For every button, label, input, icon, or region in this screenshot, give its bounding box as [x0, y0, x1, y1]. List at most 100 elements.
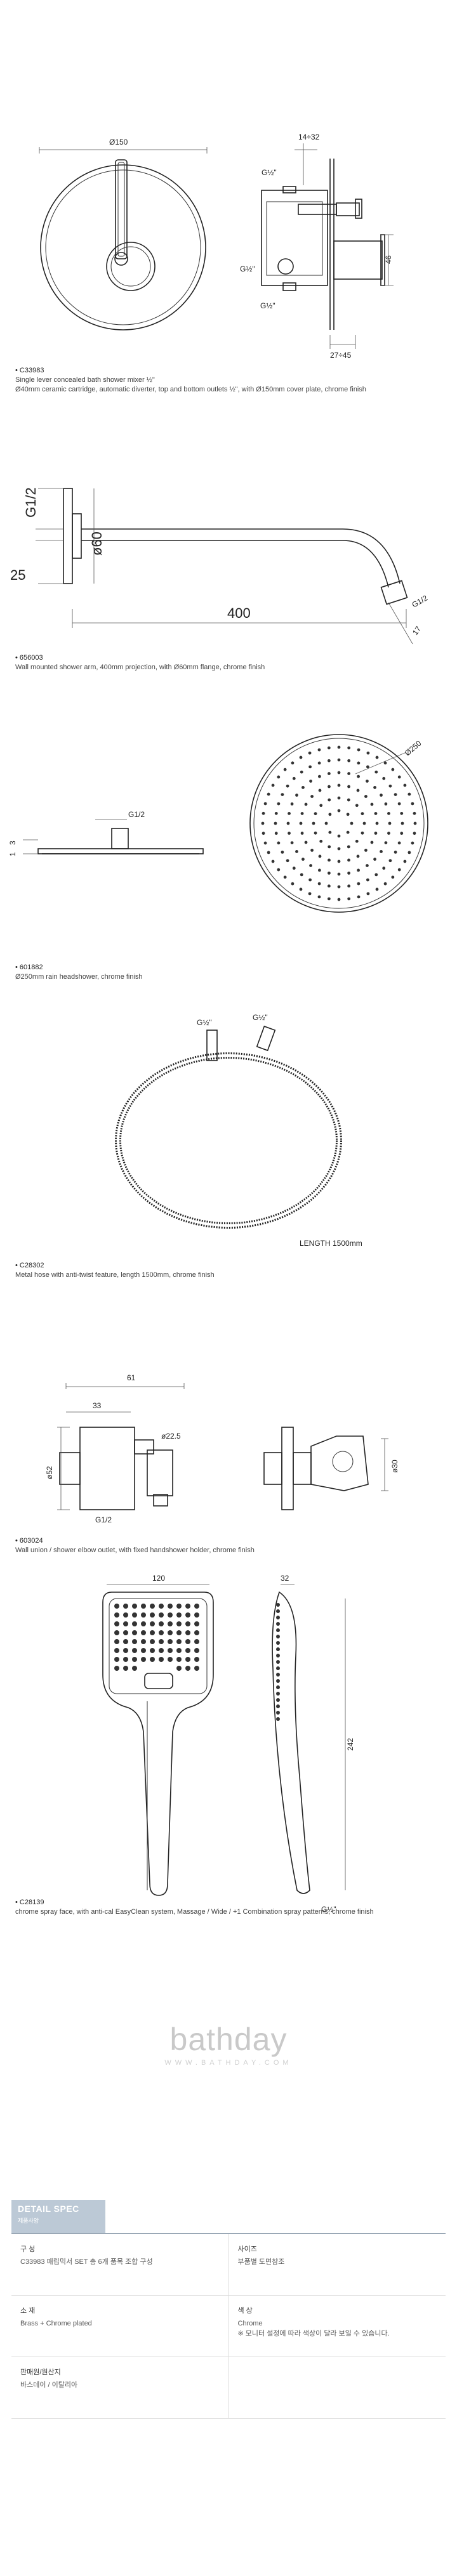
spray-dot [150, 1612, 155, 1618]
nozzle-dot [317, 868, 321, 872]
spray-dot [114, 1639, 119, 1644]
spray-dot [168, 1639, 173, 1644]
spray-dot [123, 1666, 128, 1671]
side-nozzle-dot [276, 1654, 280, 1657]
dim-242: 242 [346, 1738, 355, 1751]
spray-dot [185, 1630, 190, 1635]
dim-g12-mid: G½" [240, 265, 255, 273]
nozzle-dot [388, 859, 392, 863]
spec-row: 구 성 C33983 매립믹서 SET 총 6개 품목 조합 구성 사이즈 부품… [11, 2234, 446, 2296]
dim-17: 17 [411, 624, 423, 636]
nozzle-dot [310, 795, 314, 798]
product-caption: • C28139 chrome spray face, with anti-ca… [15, 1898, 374, 1917]
nozzle-dot [317, 895, 321, 899]
nozzle-dot [328, 858, 331, 862]
nozzle-dot [308, 878, 312, 882]
nozzle-dot [387, 811, 390, 815]
nozzle-dot [407, 851, 411, 854]
dim-g12: G1/2 [128, 810, 145, 819]
nozzle-dot [394, 793, 397, 797]
nozzle-dot [318, 788, 322, 792]
nozzle-dot [403, 860, 407, 863]
spray-dot [150, 1604, 155, 1609]
nozzle-dot [357, 748, 361, 752]
nozzle-dot [374, 832, 378, 835]
nozzle-dot [281, 793, 284, 797]
spray-dot [132, 1648, 137, 1653]
nozzle-dot [327, 897, 331, 901]
nozzle-dot [262, 832, 265, 835]
nozzle-dot [364, 849, 368, 852]
dim-61: 61 [127, 1373, 136, 1382]
nozzle-dot [277, 802, 281, 806]
nozzle-dot [291, 882, 295, 886]
spec-value: 부품별 도면참조 [237, 2258, 285, 2266]
nozzle-dot [355, 839, 359, 843]
spray-dot [176, 1666, 182, 1671]
spray-dot [150, 1639, 155, 1644]
product-caption: • C33983 Single lever concealed bath sho… [15, 366, 366, 395]
spray-dot [168, 1612, 173, 1618]
spray-dot [194, 1657, 199, 1662]
nozzle-dot [397, 868, 401, 872]
spray-dot [123, 1621, 128, 1626]
handshower-drawing: 120 32 242 G½" [102, 1574, 355, 1914]
nozzle-dot [327, 772, 331, 775]
nozzle-dot [300, 873, 303, 877]
nozzle-dot [337, 796, 341, 800]
nozzle-dot [366, 780, 369, 783]
nozzle-dot [357, 761, 361, 765]
nozzle-dot [317, 748, 321, 752]
logo-wordmark: bathday [169, 2022, 288, 2057]
nozzle-dot [271, 860, 275, 863]
side-nozzle-dot [276, 1673, 280, 1677]
spray-dot [176, 1612, 182, 1618]
nozzle-dot [288, 832, 291, 835]
spec-cell-material: 소 재 Brass + Chrome plated [11, 2296, 228, 2357]
dim-diameter-150: Ø150 [109, 138, 128, 147]
nozzle-dot [308, 765, 312, 769]
spray-dot [168, 1621, 173, 1626]
nozzle-dot [374, 812, 378, 815]
spray-dot [194, 1621, 199, 1626]
nozzle-dot [375, 887, 379, 891]
spray-dot [150, 1630, 155, 1635]
nozzle-dot [262, 811, 265, 815]
side-nozzle-dot [276, 1711, 280, 1715]
dim-diameter-30: ø30 [390, 1460, 399, 1473]
spray-dot [168, 1648, 173, 1653]
nozzle-dot [286, 784, 289, 788]
nozzle-dot [383, 761, 387, 765]
nozzle-dot [274, 811, 278, 815]
nozzle-dot [314, 831, 317, 835]
nozzle-dot [347, 884, 351, 888]
nozzle-dot [382, 776, 386, 780]
nozzle-dot [347, 785, 350, 788]
nozzle-dot [309, 864, 312, 867]
spec-value: 바스데이 / 이탈리아 [20, 2381, 78, 2389]
nozzle-dot [374, 873, 378, 877]
side-nozzle-dot [276, 1698, 280, 1702]
product-caption: • 603024 Wall union / shower elbow outle… [15, 1536, 255, 1555]
spray-dot [114, 1630, 119, 1635]
spray-dot [176, 1648, 182, 1653]
dim-3: 3 [8, 840, 17, 845]
nozzle-dot [267, 851, 270, 854]
spray-dot [176, 1630, 182, 1635]
spec-subtitle: 제품사양 [18, 2218, 39, 2224]
nozzle-dot [347, 798, 350, 802]
nozzle-dot [383, 882, 387, 886]
nozzle-dot [324, 821, 328, 825]
nozzle-dot [328, 785, 331, 788]
spray-dot [176, 1657, 182, 1662]
nozzle-dot [366, 878, 369, 882]
nozzle-dot [361, 812, 364, 816]
nozzle-dot [328, 845, 331, 849]
spec-label: 구 성 [20, 2246, 36, 2253]
spray-dot [123, 1630, 128, 1635]
spray-dot [114, 1666, 119, 1671]
spray-dot [141, 1621, 146, 1626]
product-code: • C28139 [15, 1899, 44, 1906]
nozzle-dot [380, 794, 383, 797]
dim-diameter-250: Ø250 [403, 738, 423, 757]
